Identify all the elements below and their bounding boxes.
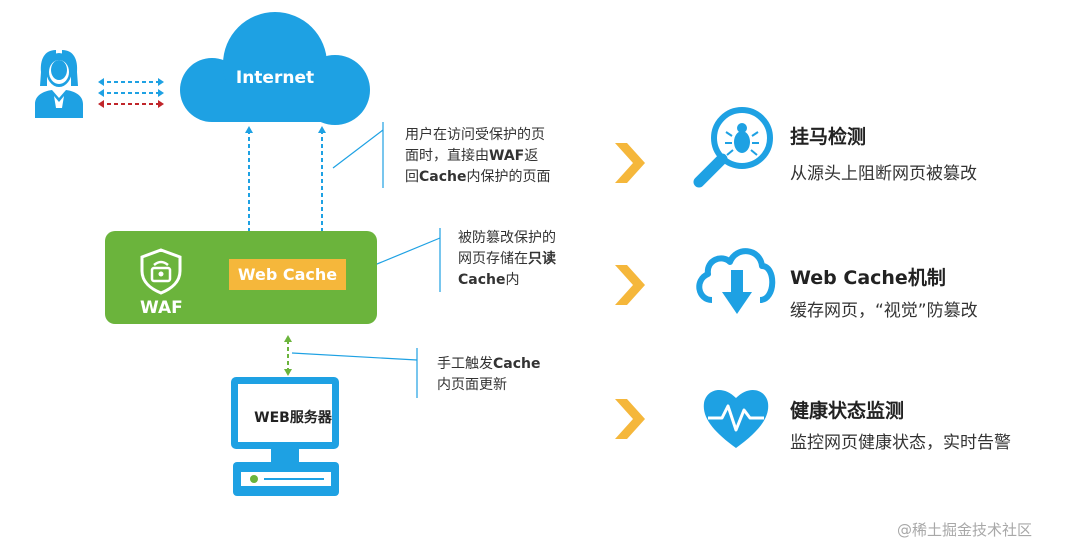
note-bottom-line1: 手工触发Cache [437, 356, 541, 372]
note-top-line2: 面时，直接由WAF返 [405, 148, 539, 164]
internet-label: Internet [235, 68, 315, 88]
note-mid-line1: 被防篡改保护的 [458, 230, 556, 246]
note-top-line1: 用户在访问受保护的页 [405, 127, 545, 143]
note-mid-line3: Cache内 [458, 272, 520, 288]
feature-subtitle-malware: 从源头上阻断网页被篡改 [790, 164, 977, 184]
feature-title-health: 健康状态监测 [790, 400, 905, 422]
bug-search-icon [693, 107, 773, 188]
chevron-right-icon [615, 143, 645, 439]
shield-icon [140, 248, 182, 295]
feature-subtitle-webcache: 缓存网页，“视觉”防篡改 [790, 301, 978, 321]
annotation-lines [291, 122, 441, 398]
note-bottom-line2: 内页面更新 [437, 377, 507, 393]
feature-title-webcache: Web Cache机制 [790, 267, 946, 289]
server-label: WEB服务器 [254, 410, 332, 426]
note-mid-line2: 网页存储在只读 [458, 251, 556, 267]
note-bottom: 手工触发Cache 内页面更新 [437, 354, 540, 396]
heart-pulse-icon [703, 389, 769, 448]
user-collar [54, 96, 64, 108]
feature-subtitle-health: 监控网页健康状态，实时告警 [790, 433, 1011, 453]
internet-cloud [180, 12, 370, 125]
feature-title-malware: 挂马检测 [790, 126, 867, 148]
note-mid: 被防篡改保护的 网页存储在只读 Cache内 [458, 228, 556, 291]
waf-label: WAF [140, 298, 183, 318]
server-icon [231, 377, 339, 496]
watermark: @稀土掘金技术社区 [897, 521, 1033, 539]
note-top: 用户在访问受保护的页 面时，直接由WAF返 回Cache内保护的页面 [405, 125, 550, 188]
web-cache-label: Web Cache [229, 259, 346, 290]
waf-server-arrow [284, 335, 292, 376]
user-internet-arrows [98, 78, 164, 108]
cloud-download-icon [696, 248, 776, 314]
note-top-line3: 回Cache内保护的页面 [405, 169, 551, 185]
